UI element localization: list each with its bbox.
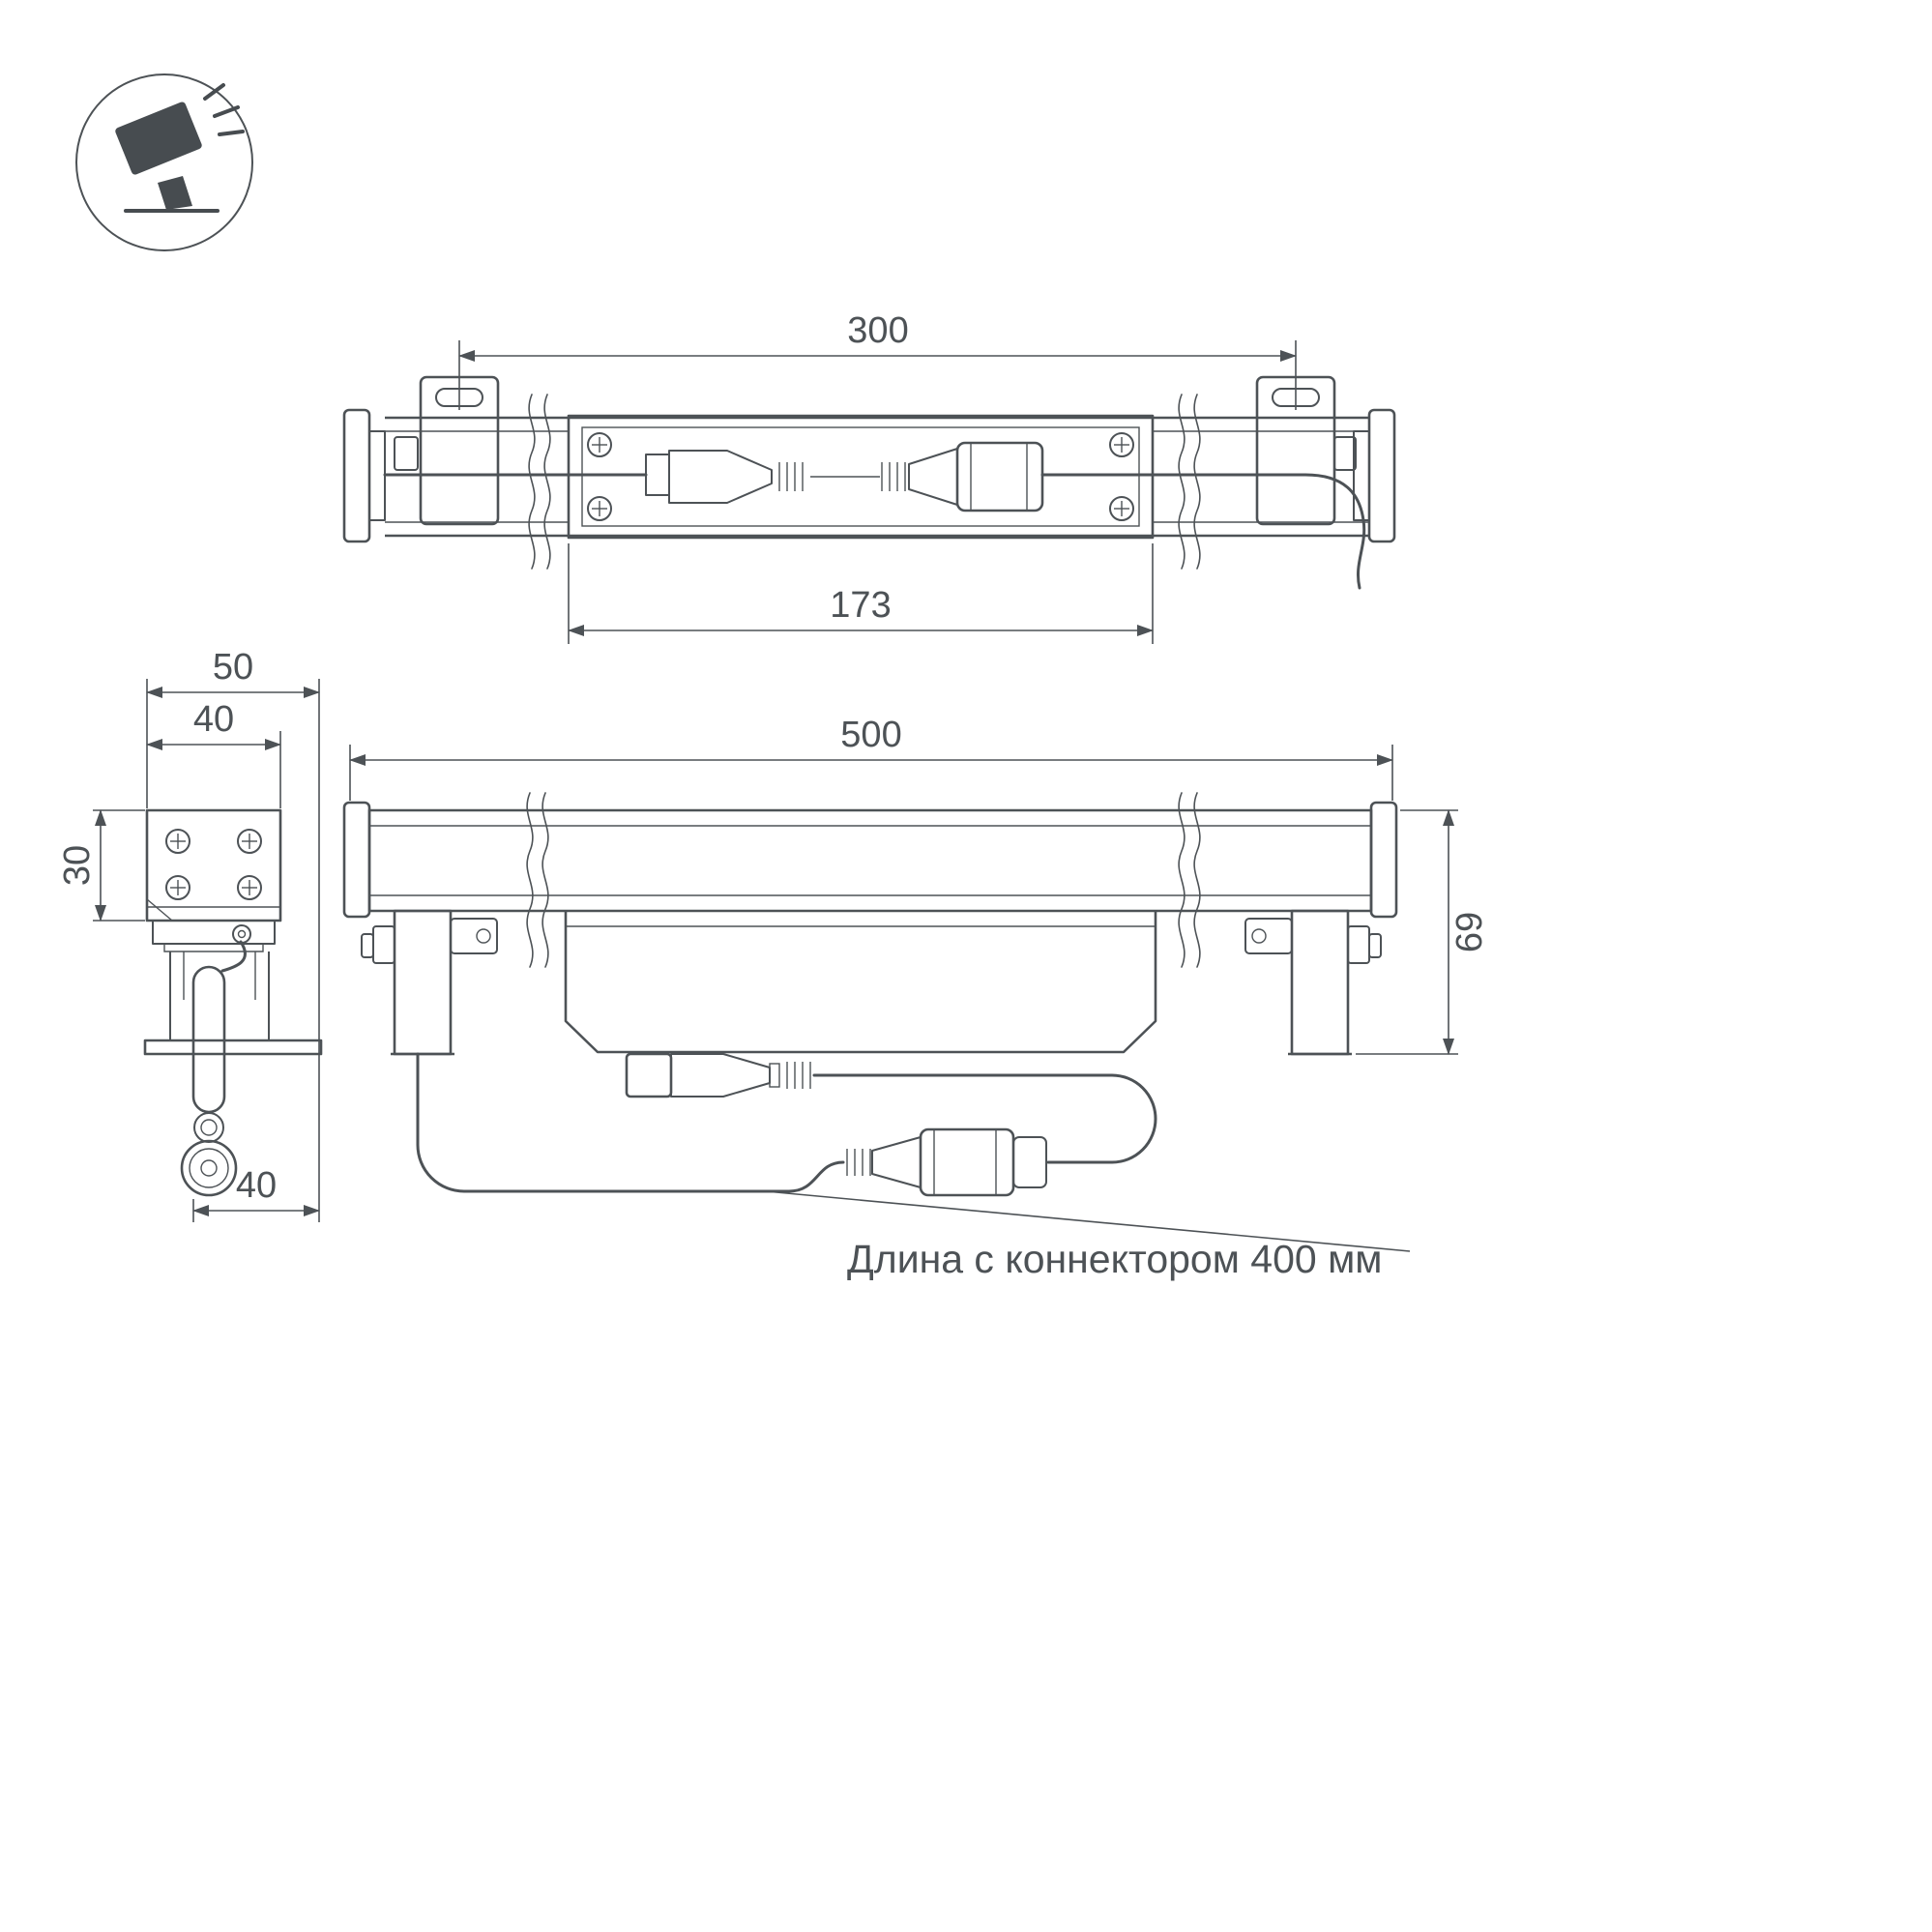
front-connector-female — [846, 1127, 1047, 1197]
top-connector-female — [881, 441, 1044, 512]
screw-icon — [587, 432, 612, 457]
side-bracket — [143, 921, 323, 1056]
screw-icon — [237, 875, 262, 900]
floodlight-stand — [158, 176, 192, 210]
icon-circle — [75, 73, 253, 251]
screw-icon — [237, 829, 262, 854]
screw-icon — [165, 829, 190, 854]
dim-label-500: 500 — [840, 715, 901, 755]
side-view: 50 40 30 — [57, 647, 323, 1222]
top-dimension-173: 173 — [568, 543, 1154, 644]
side-dimension-40-bottom: 40 — [192, 1165, 320, 1222]
side-dimension-50: 50 — [146, 647, 320, 1222]
screw-icon — [587, 496, 612, 521]
front-dimension-500: 500 — [349, 715, 1393, 801]
front-left-bracket — [361, 909, 498, 1056]
front-dimension-69: 69 — [1356, 809, 1490, 1055]
dim-label-30: 30 — [57, 845, 98, 886]
side-body — [145, 808, 282, 922]
top-left-bracket — [394, 375, 500, 526]
dim-label-300: 300 — [847, 310, 908, 351]
bottom-cable-loop — [416, 1052, 845, 1193]
top-break-lines — [528, 394, 1201, 570]
front-bar — [342, 801, 1398, 919]
pivot-bolt-icon — [232, 924, 251, 944]
top-view: 300 — [342, 310, 1396, 644]
front-connector-male — [625, 1052, 811, 1098]
side-dimension-40-top: 40 — [146, 699, 281, 808]
floodlight-head — [115, 102, 202, 175]
top-dimension-300: 300 — [458, 310, 1297, 410]
dim-label-40-top: 40 — [193, 699, 234, 740]
front-break-lines — [526, 792, 1201, 968]
dim-label-69: 69 — [1449, 912, 1490, 952]
screw-icon — [476, 928, 491, 944]
front-right-bracket — [1244, 909, 1382, 1056]
side-dimension-30: 30 — [57, 809, 145, 922]
top-center-plate — [567, 414, 1155, 540]
floodlight-icon — [75, 73, 253, 251]
front-view: 500 — [342, 715, 1490, 1281]
top-connector-male — [645, 450, 880, 504]
dim-label-50: 50 — [213, 647, 253, 688]
top-cable — [383, 473, 1366, 590]
screw-icon — [165, 875, 190, 900]
side-cable-connector — [180, 940, 247, 1197]
screw-icon — [1109, 432, 1134, 457]
light-rays-icon — [203, 83, 245, 136]
screw-icon — [1251, 928, 1267, 944]
annotation-leader-line — [765, 1190, 1411, 1252]
dim-label-173: 173 — [830, 585, 891, 626]
dim-label-40-bottom: 40 — [236, 1165, 277, 1206]
connector-whip-cable — [812, 1073, 1157, 1164]
top-right-bracket — [1255, 375, 1357, 526]
screw-icon — [1109, 496, 1134, 521]
cable-length-note: Длина с коннектором 400 мм — [847, 1237, 1382, 1281]
front-housing — [564, 911, 1157, 1054]
top-bar — [342, 408, 1396, 543]
